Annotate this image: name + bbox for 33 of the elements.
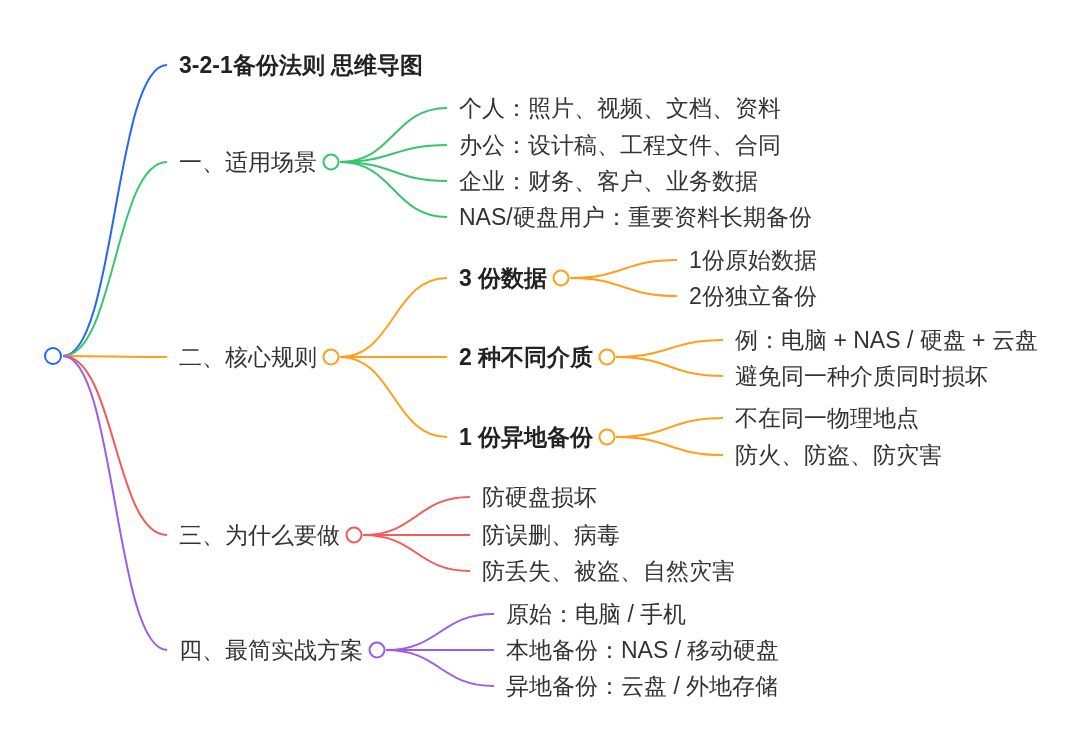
topic-text: 2 种不同介质 <box>459 343 594 372</box>
branch-line <box>615 356 724 377</box>
branch-line <box>569 277 678 297</box>
topic-text: 防丢失、被盗、自然灾害 <box>470 556 735 586</box>
root-circle <box>43 346 63 366</box>
map-title: 3-2-1备份法则 思维导图 <box>167 50 424 80</box>
topic-text: 办公：设计稿、工程文件、合同 <box>447 130 781 160</box>
topic-text: 异地备份：云盘 / 外地存储 <box>494 671 779 701</box>
topic-text: 个人：照片、视频、文档、资料 <box>447 93 781 123</box>
topic-text: 1 份异地备份 <box>459 423 594 452</box>
topic-text: 不在同一物理地点 <box>723 403 919 433</box>
topic-text: 避免同一种介质同时损坏 <box>723 361 988 391</box>
topic-text: 二、核心规则 <box>179 343 317 372</box>
topic-text: 本地备份：NAS / 移动硬盘 <box>494 635 780 665</box>
branch-line <box>339 161 448 218</box>
branch-line <box>615 436 724 456</box>
topic-text: 2份独立备份 <box>677 281 817 311</box>
topic-text: 3 份数据 <box>459 264 548 293</box>
topic-text: 1份原始数据 <box>677 245 817 275</box>
topic-text: 三、为什么要做 <box>179 521 340 550</box>
topic-text: 一、适用场景 <box>179 148 317 177</box>
topic-text: 四、最简实战方案 <box>179 636 363 665</box>
topic-text: 例：电脑 + NAS / 硬盘 + 云盘 <box>723 325 1038 355</box>
branch-line <box>62 355 168 651</box>
branch-line <box>385 649 495 687</box>
topic-text: 防硬盘损坏 <box>470 482 597 512</box>
topic-text: 原始：电脑 / 手机 <box>494 599 687 629</box>
topic-text: 防误删、病毒 <box>470 520 620 550</box>
branch-line <box>339 356 448 438</box>
topic-text: NAS/硬盘用户：重要资料长期备份 <box>447 202 812 232</box>
topic-text: 防火、防盗、防灾害 <box>723 440 942 470</box>
topic-text: 企业：财务、客户、业务数据 <box>447 166 758 196</box>
branch-line <box>362 534 471 572</box>
